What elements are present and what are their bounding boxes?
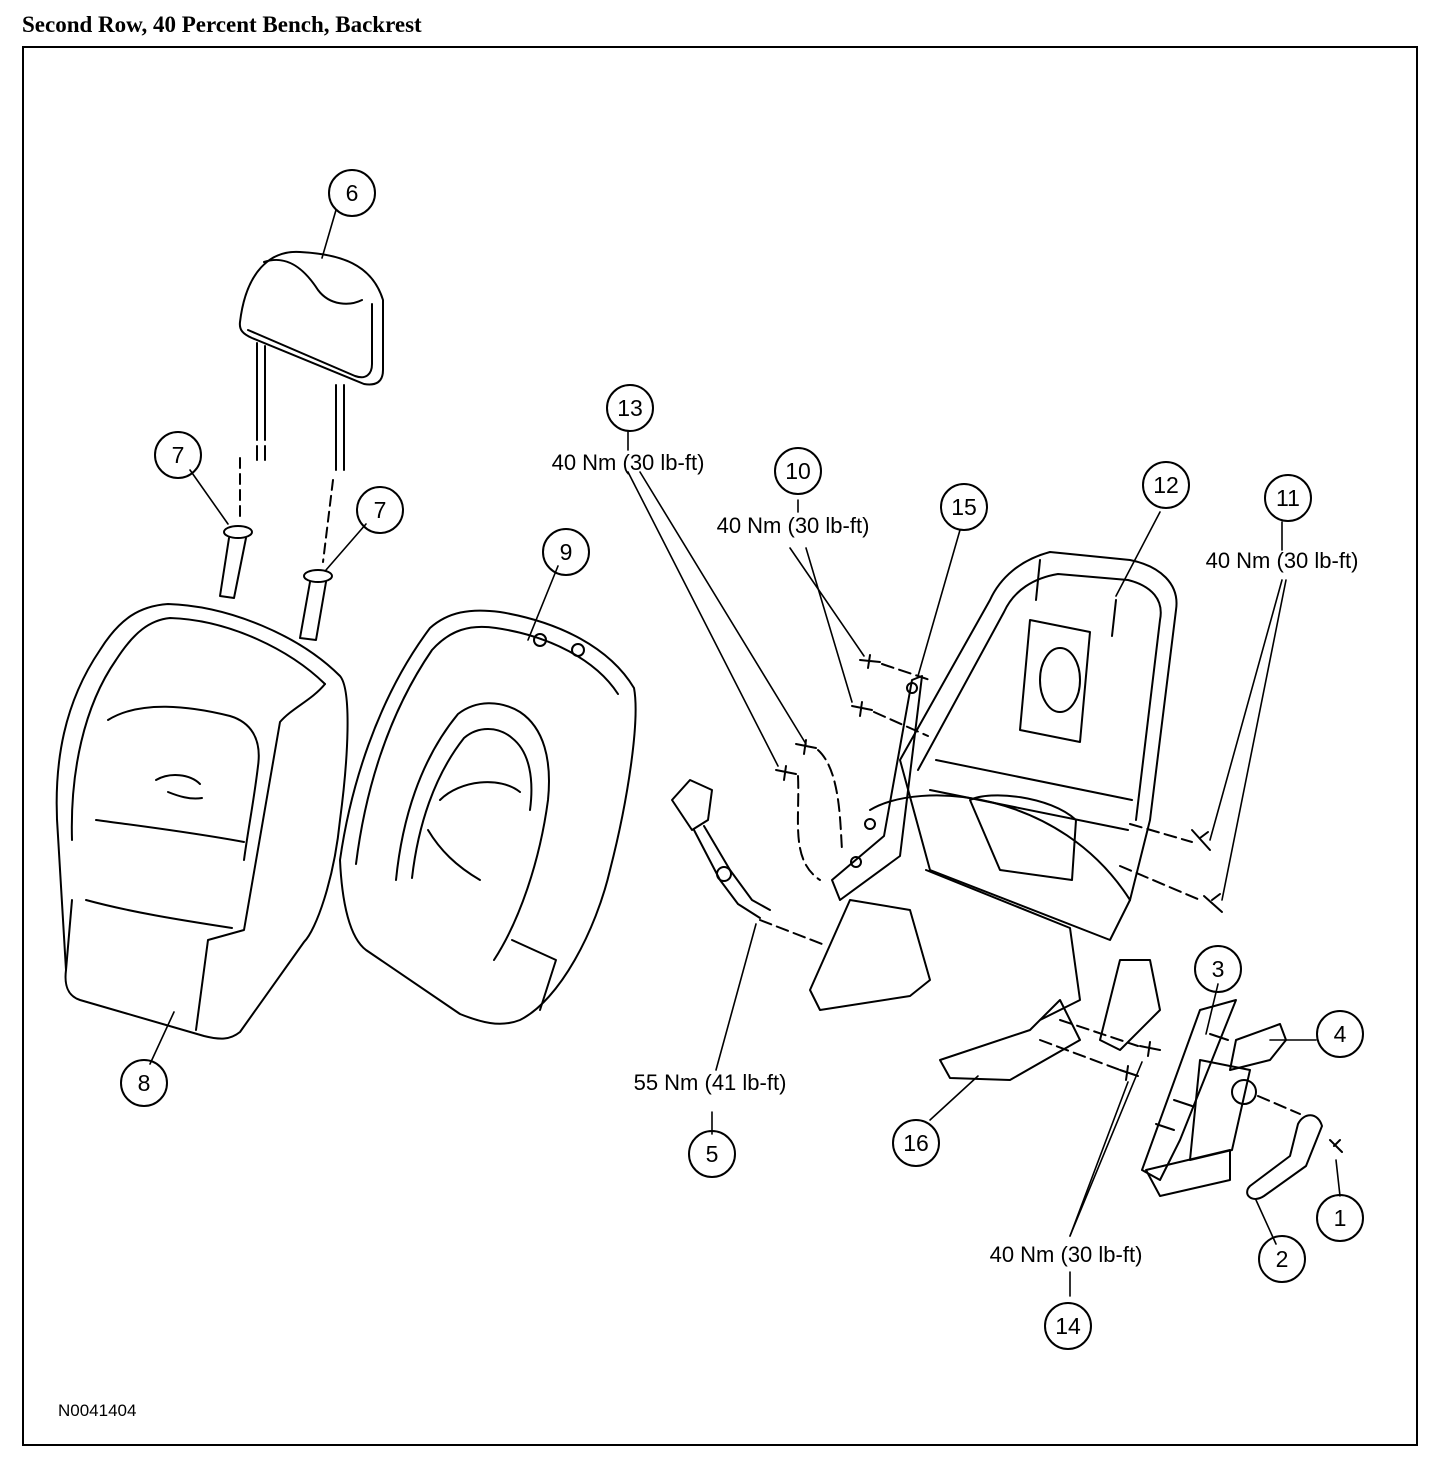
backrest-pad-part (339, 609, 637, 1025)
diagram-frame (22, 46, 1418, 1446)
callout-5: 5 (706, 1141, 719, 1167)
callout-8: 8 (138, 1070, 151, 1096)
callout-13: 13 (617, 395, 643, 421)
callout-6: 6 (346, 180, 359, 206)
callout-1: 1 (1334, 1205, 1347, 1231)
torque-labels: 40 Nm (30 lb-ft) 40 Nm (30 lb-ft) 40 Nm … (552, 450, 1359, 1267)
figure-id: N0041404 (58, 1401, 136, 1420)
callout-9: 9 (560, 539, 573, 565)
diagram-title: Second Row, 40 Percent Bench, Backrest (22, 12, 422, 37)
callout-12: 12 (1153, 472, 1179, 498)
callout-numbers: 1 2 3 4 5 6 7 7 8 9 10 11 12 13 14 15 16 (138, 180, 1347, 1339)
callout-7b: 7 (374, 497, 387, 523)
callout-16: 16 (903, 1130, 929, 1156)
callout-14: 14 (1055, 1313, 1081, 1339)
torque-spec-14: 40 Nm (30 lb-ft) (990, 1242, 1143, 1267)
callout-15: 15 (951, 494, 977, 520)
backrest-frame-part (809, 551, 1178, 1081)
torque-spec-5: 55 Nm (41 lb-ft) (634, 1070, 787, 1095)
side-shield-part (1141, 999, 1301, 1197)
callout-10: 10 (785, 458, 811, 484)
callout-circles (120, 169, 1364, 1350)
leader-lines (149, 209, 1341, 1297)
hinge-plate-part (831, 675, 923, 901)
callout-11: 11 (1276, 485, 1300, 511)
torque-spec-11: 40 Nm (30 lb-ft) (1206, 548, 1359, 573)
callout-4: 4 (1334, 1021, 1347, 1047)
callout-7a: 7 (172, 442, 185, 468)
recliner-handle-part (1246, 1114, 1343, 1200)
headrest-guide-sleeves (219, 457, 334, 641)
torque-spec-10: 40 Nm (30 lb-ft) (717, 513, 870, 538)
callout-2: 2 (1276, 1246, 1289, 1272)
backrest-cover-part (55, 603, 349, 1040)
torque-spec-13: 40 Nm (30 lb-ft) (552, 450, 705, 475)
callout-3: 3 (1212, 956, 1225, 982)
mounting-bolts (775, 654, 1223, 1081)
headrest-part (238, 250, 384, 471)
seat-belt-buckle-part (671, 779, 823, 945)
